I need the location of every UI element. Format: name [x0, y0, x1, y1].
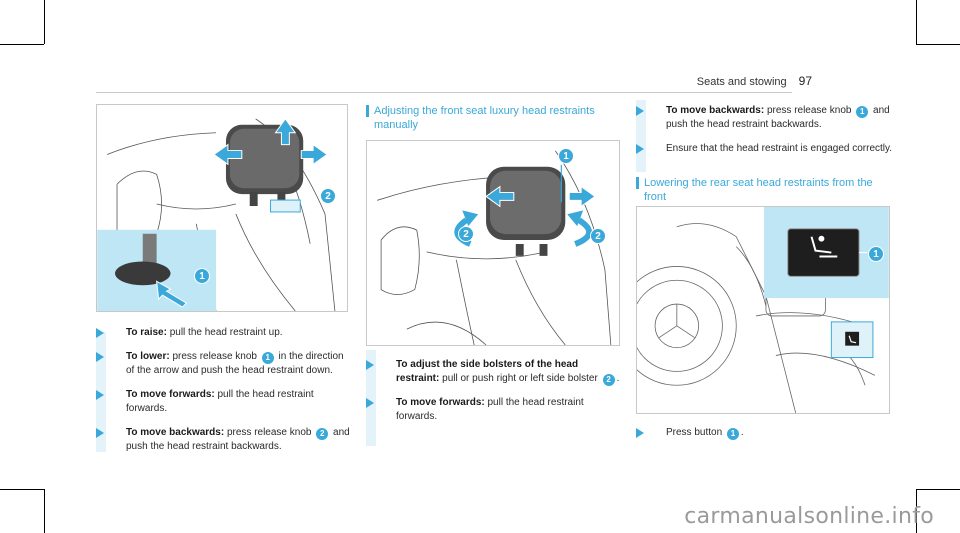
column-3-steps-top: To move backwards: press release knob 1 …	[636, 104, 896, 166]
step-arrow-icon	[636, 144, 644, 154]
step-arrow-icon	[366, 398, 374, 408]
page-header: Seats and stowing 97	[697, 74, 812, 88]
step-title: To raise:	[126, 327, 167, 338]
step-text: press release knob	[169, 351, 260, 362]
step-arrow-icon	[96, 328, 104, 338]
step-title: To adjust the side bolsters of the head …	[396, 359, 579, 384]
callout-1: 1	[194, 268, 210, 284]
step-title: To move backwards:	[126, 427, 225, 438]
step-text: .	[616, 373, 620, 384]
step-forwards: To move forwards: pull the head restrain…	[96, 388, 354, 416]
crop-mark	[916, 489, 917, 533]
step-text: press release knob	[764, 105, 855, 116]
crop-mark	[0, 44, 44, 45]
crop-mark	[0, 489, 44, 490]
figure-head-restraint-basic	[96, 104, 348, 312]
ref-number: 2	[316, 428, 329, 440]
step-text: in the direction of the arrow and push t…	[126, 351, 344, 376]
step-press-button: Press button 1.	[636, 426, 896, 440]
step-adjust-bolsters: To adjust the side bolsters of the head …	[366, 358, 624, 386]
section-title: Seats and stowing	[696, 76, 787, 88]
step-arrow-icon	[366, 360, 374, 370]
figure-illustration	[377, 150, 612, 345]
figure-rear-head-restraint-button	[636, 206, 890, 414]
crop-mark	[916, 44, 960, 45]
crop-mark	[916, 489, 960, 490]
step-text: Ensure that the head restraint is engage…	[666, 143, 893, 154]
step-text: pull or push right or left side bolster	[439, 373, 601, 384]
section-heading-front-luxury: Adjusting the front seat luxury head res…	[366, 104, 624, 132]
figure-illustration	[637, 207, 889, 413]
step-backwards: To move backwards: press release knob 1 …	[636, 104, 896, 132]
crop-mark	[916, 0, 917, 44]
watermark: carmanualsonline.info	[684, 504, 934, 529]
ref-number: 2	[602, 374, 615, 386]
ref-number: 1	[856, 106, 869, 118]
header-rule	[96, 92, 792, 93]
step-text: pull the head restraint forwards.	[126, 389, 314, 414]
step-text: press release knob	[224, 427, 315, 438]
step-text: and push the head restraint backwards.	[126, 427, 350, 452]
step-ensure-engaged: Ensure that the head restraint is engage…	[636, 142, 896, 156]
step-text: pull the head restraint up.	[166, 327, 283, 338]
callout-1: 1	[558, 148, 574, 164]
ref-number: 1	[261, 352, 274, 364]
step-title: To lower:	[126, 351, 170, 362]
page-number: 97	[798, 74, 812, 88]
step-arrow-icon	[96, 428, 104, 438]
section-heading-rear-lowering: Lowering the rear seat head restraints f…	[636, 176, 896, 204]
step-text: .	[740, 427, 744, 438]
callout-2-right: 2	[590, 228, 606, 244]
step-arrow-icon	[636, 106, 644, 116]
callout-2-left: 2	[458, 226, 474, 242]
ref-number: 1	[726, 428, 739, 440]
column-2-steps: To adjust the side bolsters of the head …	[366, 358, 624, 434]
callout-1: 1	[868, 246, 884, 262]
crop-mark	[44, 489, 45, 533]
sidebar-column-3	[636, 100, 646, 172]
step-forwards: To move forwards: pull the head restrain…	[366, 396, 624, 424]
step-text: Press button	[666, 427, 725, 438]
figure-luxury-head-restraint	[366, 140, 620, 346]
step-raise: To raise: pull the head restraint up.	[96, 326, 354, 340]
step-title: To move backwards:	[666, 105, 765, 116]
figure-illustration	[97, 118, 336, 311]
step-backwards: To move backwards: press release knob 2 …	[96, 426, 354, 454]
step-lower: To lower: press release knob 1 in the di…	[96, 350, 354, 378]
step-title: To move forwards:	[396, 397, 485, 408]
step-title: To move forwards:	[126, 389, 215, 400]
column-3-steps-bottom: Press button 1.	[636, 426, 896, 450]
step-text: and push the head restraint backwards.	[666, 105, 890, 130]
step-text: pull the head restraint forwards.	[396, 397, 584, 422]
callout-2: 2	[320, 188, 336, 204]
step-arrow-icon	[96, 352, 104, 362]
step-arrow-icon	[636, 428, 644, 438]
column-1-steps: To raise: pull the head restraint up. To…	[96, 326, 354, 464]
crop-mark	[44, 0, 45, 44]
step-arrow-icon	[96, 390, 104, 400]
